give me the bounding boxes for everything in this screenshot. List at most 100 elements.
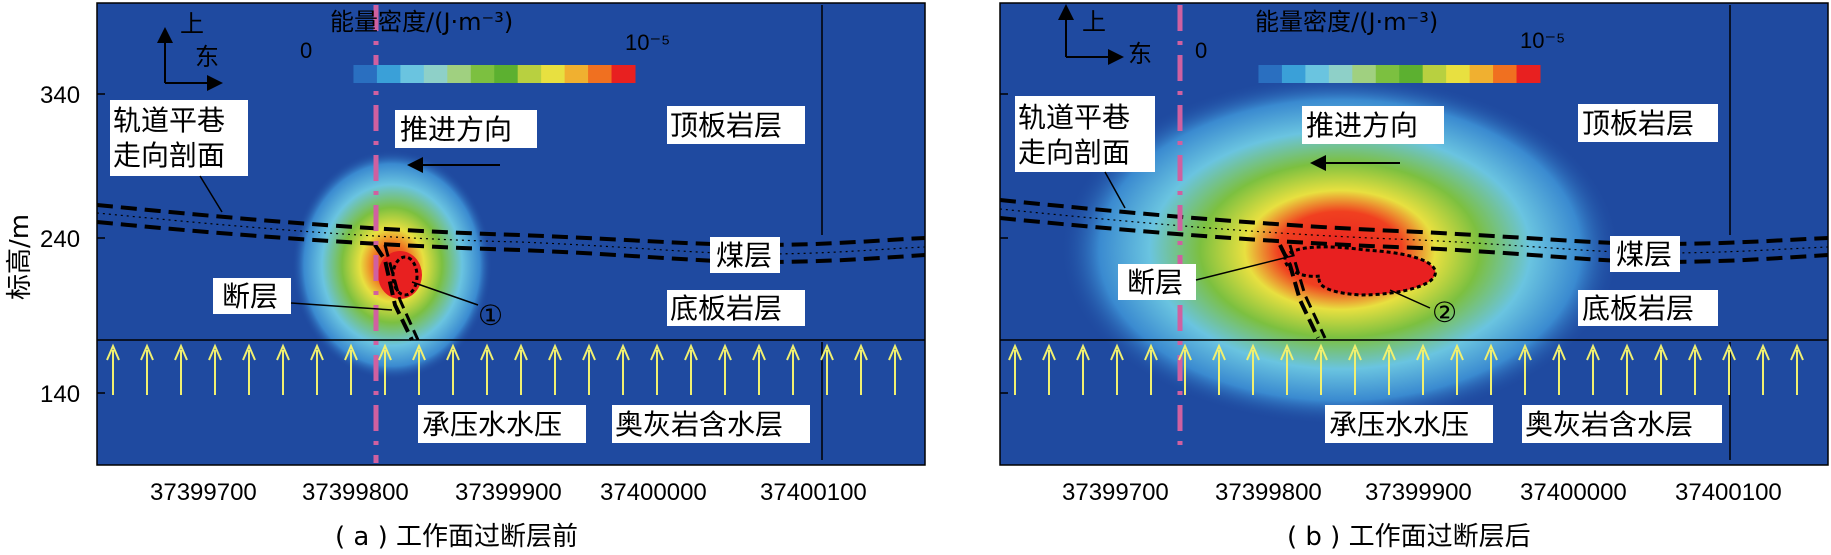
colorbar-swatch — [400, 65, 425, 83]
y-axis-label: 标高/m — [5, 214, 35, 300]
panel-b-x-tick-4: 37400100 — [1675, 479, 1782, 506]
panel-a-floor-label: 底板岩层 — [670, 292, 782, 325]
panel-a-roof-box — [667, 106, 805, 144]
colorbar-swatch — [1375, 65, 1400, 83]
pressure-arrow-head — [208, 343, 222, 361]
panel-a-pressure-arrows — [106, 343, 902, 395]
panel-b-pressure-box — [1325, 405, 1493, 443]
pressure-arrow-head — [1382, 343, 1396, 361]
panel-b-x-ticks: 37399700 37399800 37399900 37400000 3740… — [1062, 479, 1782, 506]
pressure-arrow-head — [480, 343, 494, 361]
panel-b-fault-line-2 — [1288, 244, 1327, 339]
colorbar-swatch — [1469, 65, 1494, 83]
panel-a-coal-label: 煤层 — [716, 239, 772, 272]
panel-b-coal-label: 煤层 — [1616, 238, 1672, 271]
panel-b-coal-seam-bottom — [999, 216, 1829, 265]
panel-b-fault-label: 断层 — [1127, 266, 1183, 299]
pressure-arrow-head — [1144, 343, 1158, 361]
colorbar-swatch — [494, 65, 519, 83]
pressure-arrow-head — [1484, 343, 1498, 361]
panel-a-aquifer-box — [612, 405, 810, 443]
panel-a-colorbar-min: 0 — [300, 38, 312, 63]
panel-b: 上 东 能量密度/(J·m⁻³) 0 10⁻⁵ 轨道平巷 走向剖面 推进方向 顶… — [999, 2, 1829, 552]
panel-a-advance-box — [395, 110, 537, 148]
panel-b-pressure-arrows — [1008, 343, 1804, 395]
pressure-arrow-head — [1416, 343, 1430, 361]
panel-a-coal-box — [710, 237, 780, 273]
panel-a-fault-line — [373, 243, 414, 341]
panel-b-y-ticks — [1000, 93, 1008, 394]
pressure-arrow-head — [1348, 343, 1362, 361]
panel-a: 上 东 能量密度/(J·m⁻³) 0 10⁻⁵ 轨道平巷 走向剖面 推进方向 顶… — [5, 2, 926, 552]
panel-b-floor-label: 底板岩层 — [1582, 292, 1694, 325]
pressure-arrow-head — [1178, 343, 1192, 361]
pressure-arrow-head — [616, 343, 630, 361]
pressure-arrow-head — [1688, 343, 1702, 361]
panel-a-red-zone-outline — [391, 255, 419, 297]
colorbar-swatch — [447, 65, 472, 83]
pressure-arrow-head — [174, 343, 188, 361]
panel-b-fault-leader — [1195, 255, 1293, 281]
panel-b-roadway-line2: 走向剖面 — [1018, 136, 1130, 169]
panel-b-marker: ② — [1432, 296, 1457, 329]
colorbar-swatch — [517, 65, 542, 83]
panel-b-marker-leader — [1389, 289, 1431, 309]
panel-a-fault-box — [213, 278, 291, 314]
panel-b-aquifer-box — [1522, 405, 1722, 443]
panel-b-colorbar-max: 10⁻⁵ — [1520, 28, 1565, 53]
pressure-arrow-head — [1654, 343, 1668, 361]
y-tick-240: 240 — [40, 226, 80, 253]
panel-b-compass-up: 上 — [1082, 8, 1106, 36]
pressure-arrow-head — [684, 343, 698, 361]
panel-a-advance-label: 推进方向 — [400, 113, 512, 146]
panel-a-colorbar — [330, 65, 636, 83]
panel-a-pressure-box — [418, 405, 586, 443]
pressure-arrow-head — [514, 343, 528, 361]
pressure-arrow-head — [1246, 343, 1260, 361]
pressure-arrow-head — [106, 343, 120, 361]
panel-b-advance-box — [1302, 106, 1444, 144]
panel-a-roadway-box — [110, 100, 248, 176]
panel-b-roof-label: 顶板岩层 — [1582, 107, 1694, 140]
pressure-arrow-head — [786, 343, 800, 361]
colorbar-swatch — [1258, 65, 1283, 83]
pressure-arrow-head — [412, 343, 426, 361]
colorbar-swatch — [541, 65, 566, 83]
panel-b-colorbar-min: 0 — [1195, 38, 1207, 63]
pressure-arrow-head — [1586, 343, 1600, 361]
panel-a-colorbar-title: 能量密度/(J·m⁻³) — [330, 8, 513, 36]
panel-a-colorbar-max: 10⁻⁵ — [625, 30, 670, 55]
panel-a-roadway-leader — [199, 175, 223, 213]
panel-b-roadway-box — [1015, 96, 1155, 172]
panel-a-roadway-line1: 轨道平巷 — [113, 104, 225, 137]
panel-a-roadway-line2: 走向剖面 — [113, 139, 225, 172]
panel-a-y-ticks: 340 240 140 — [40, 82, 105, 408]
colorbar-swatch — [611, 65, 636, 83]
pressure-arrow-head — [310, 343, 324, 361]
pressure-arrow-head — [1450, 343, 1464, 361]
panel-b-floor-box — [1578, 290, 1718, 326]
pressure-arrow-head — [1280, 343, 1294, 361]
pressure-arrow-head — [650, 343, 664, 361]
pressure-arrow-head — [1620, 343, 1634, 361]
pressure-arrow-head — [344, 343, 358, 361]
colorbar-swatch — [564, 65, 589, 83]
pressure-arrow-head — [582, 343, 596, 361]
pressure-arrow-head — [1756, 343, 1770, 361]
pressure-arrow-head — [378, 343, 392, 361]
panel-b-fault-box — [1118, 264, 1196, 300]
panel-a-x-tick-1: 37399800 — [302, 479, 409, 506]
panel-b-compass-east: 东 — [1128, 40, 1152, 68]
colorbar-swatch — [1493, 65, 1518, 83]
panel-b-x-tick-1: 37399800 — [1215, 479, 1322, 506]
panel-b-pressure-label: 承压水水压 — [1329, 408, 1469, 441]
panel-a-x-ticks: 37399700 37399800 37399900 37400000 3740… — [150, 479, 867, 506]
panel-a-fault-label: 断层 — [222, 280, 278, 313]
panel-a-roof-label: 顶板岩层 — [670, 109, 782, 142]
panel-b-roadway-line1: 轨道平巷 — [1018, 101, 1130, 134]
colorbar-swatch — [376, 65, 401, 83]
panel-a-floor-box — [667, 290, 805, 326]
colorbar-swatch — [1352, 65, 1377, 83]
colorbar-swatch — [423, 65, 448, 83]
